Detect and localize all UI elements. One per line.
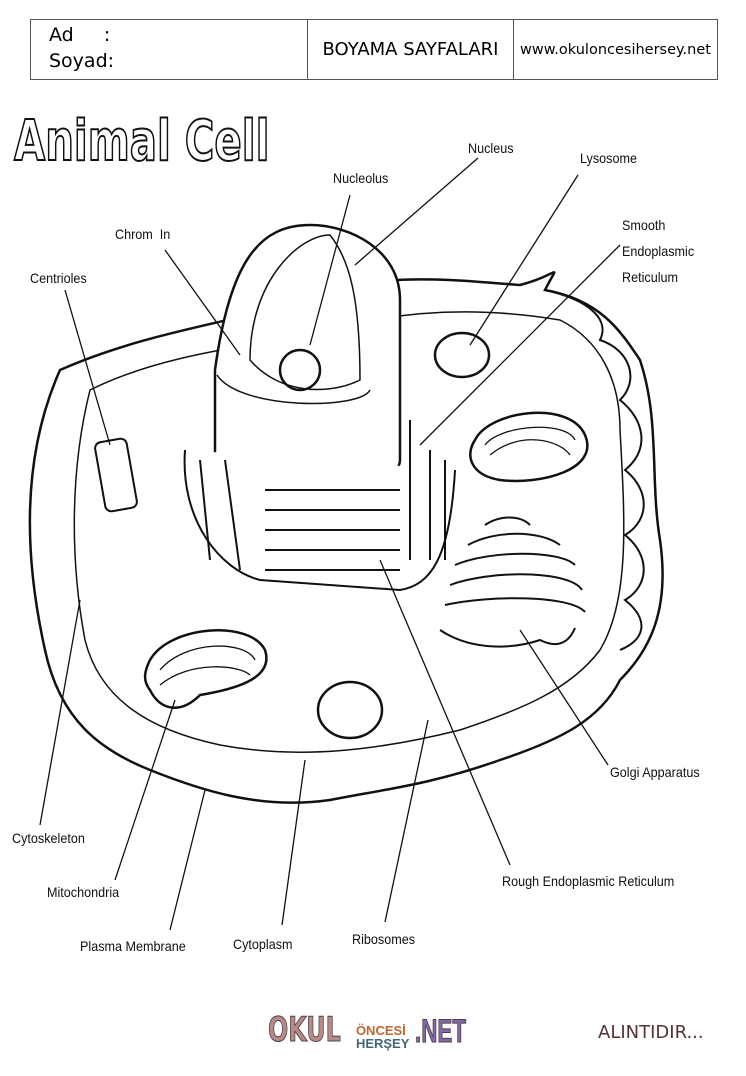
lysosome-shape bbox=[433, 331, 491, 379]
mitochondrion-shape bbox=[469, 411, 589, 483]
label-cytoplasm: Cytoplasm bbox=[233, 936, 293, 952]
site-logo: OKUL ÖNCESİ HERŞEY .NET bbox=[268, 1010, 488, 1051]
label-nucleus: Nucleus bbox=[468, 140, 514, 156]
mitochondrion-shape bbox=[143, 629, 268, 709]
label-nucleolus: Nucleolus bbox=[333, 170, 389, 186]
name-label: Ad : bbox=[49, 24, 111, 46]
label-ribosomes: Ribosomes bbox=[352, 931, 416, 947]
logo-oncesi: ÖNCESİ bbox=[355, 1023, 406, 1038]
label-rough-er: Rough Endoplasmic Reticulum bbox=[502, 873, 675, 889]
name-fields: Ad : Soyad: bbox=[31, 20, 308, 79]
logo-middle: ÖNCESİ HERŞEY bbox=[356, 1024, 409, 1050]
credit-text: ALINTIDIR... bbox=[598, 1022, 704, 1043]
label-cytoskeleton: Cytoskeleton bbox=[12, 830, 85, 846]
label-centrioles: Centrioles bbox=[30, 270, 87, 286]
logo-hersey: HERŞEY bbox=[355, 1036, 410, 1051]
label-mitochondria: Mitochondria bbox=[47, 884, 120, 900]
leader-lines bbox=[39, 157, 621, 931]
centrioles-shape bbox=[94, 437, 138, 513]
golgi-shape bbox=[439, 516, 586, 648]
smooth-er-shape bbox=[544, 289, 645, 651]
label-smooth-er-line: Smooth bbox=[622, 217, 666, 233]
surname-label: Soyad: bbox=[49, 50, 115, 72]
rough-er-shape bbox=[183, 420, 456, 592]
worksheet-title: BOYAMA SAYFALARI bbox=[308, 20, 514, 79]
label-smooth-er-line: Endoplasmic bbox=[622, 243, 695, 259]
diagram-title: Animal Cell bbox=[13, 109, 270, 175]
website-link[interactable]: www.okuloncesihersey.net bbox=[520, 41, 711, 58]
label-golgi: Golgi Apparatus bbox=[610, 764, 700, 780]
nucleolus-shape bbox=[278, 348, 322, 392]
worksheet-header: Ad : Soyad: BOYAMA SAYFALARI www.okulonc… bbox=[30, 19, 718, 80]
logo-net: .NET bbox=[415, 1013, 467, 1050]
plasma-membrane-shape bbox=[28, 271, 664, 804]
label-smooth-er: Smooth Endoplasmic Reticulum bbox=[622, 212, 694, 290]
vesicle-shape bbox=[316, 680, 384, 740]
nucleus-shape bbox=[213, 223, 402, 492]
label-smooth-er-line: Reticulum bbox=[622, 269, 679, 285]
label-lysosome: Lysosome bbox=[580, 150, 637, 166]
logo-okul: OKUL bbox=[268, 1010, 341, 1051]
label-plasma-membrane: Plasma Membrane bbox=[80, 938, 186, 954]
label-chromatin: Chrom In bbox=[115, 226, 171, 242]
